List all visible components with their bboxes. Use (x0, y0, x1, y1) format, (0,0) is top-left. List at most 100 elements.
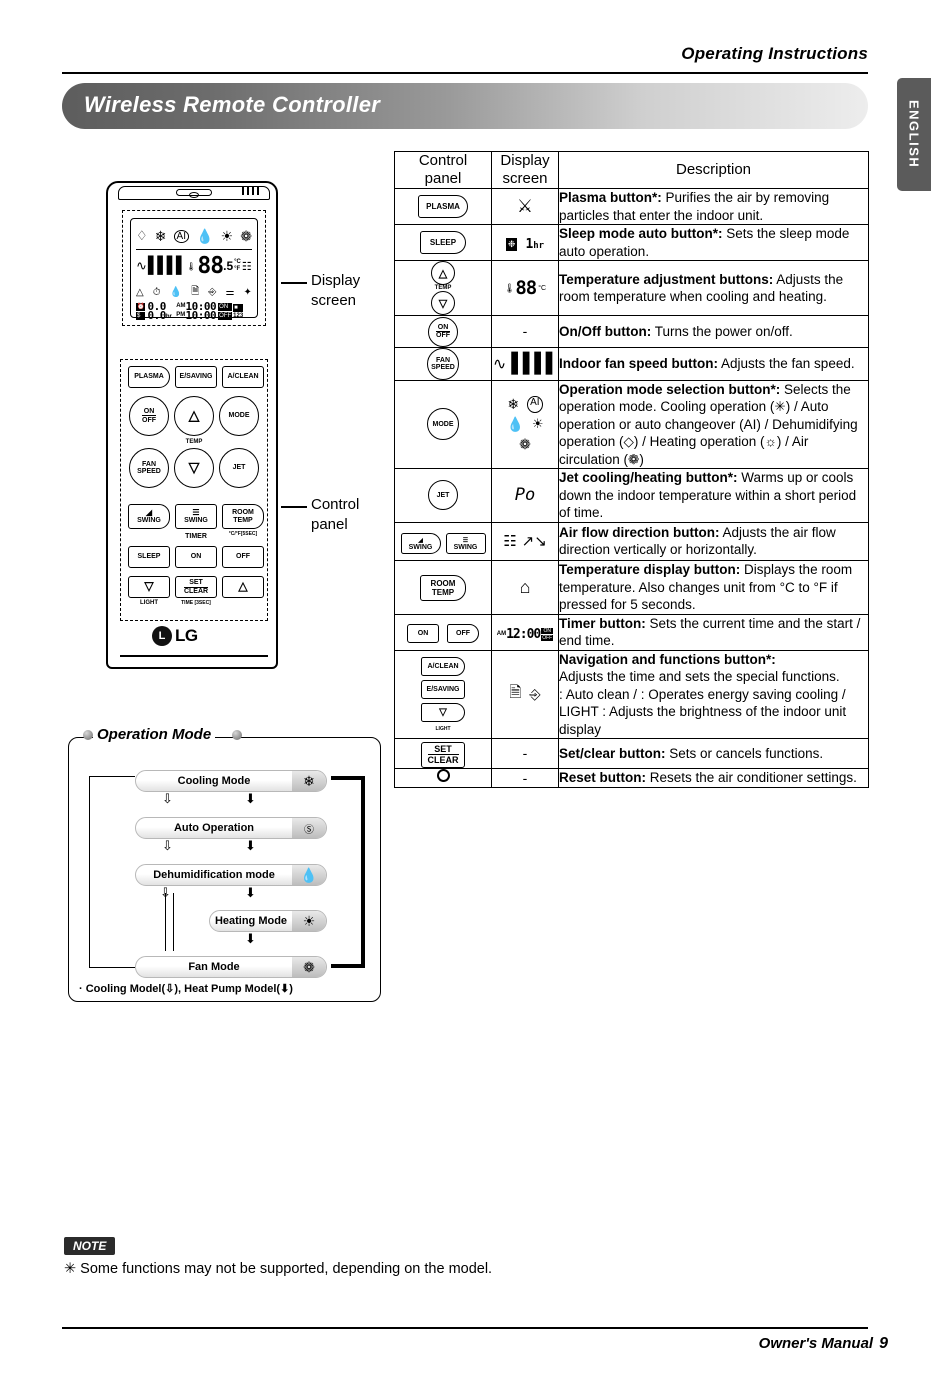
remote-button-up[interactable]: △ (222, 576, 264, 598)
button-swing-horizontal[interactable]: ☰SWING (445, 533, 486, 554)
ir-emitter-inner (189, 192, 199, 198)
table-row: ◢SWING ☰SWING ☷ ↗↘ Air flow direction bu… (394, 521, 869, 561)
button-swing-vertical[interactable]: ◢SWING (400, 533, 441, 554)
lcd-temperature-row: ∿ ▌▌▌▌ 🌡 88 .5 °C °F ☷ (136, 251, 252, 281)
fan-speed-bars-icon: ▌▌▌▌ (147, 257, 187, 274)
footer-rule (62, 1327, 868, 1329)
button-plasma[interactable]: PLASMA (418, 195, 468, 218)
water-drop-icon: 💧 (506, 415, 524, 432)
auto-clean-icon: 🗎 (509, 683, 522, 701)
remote-button-timer-on[interactable]: ON (175, 546, 217, 568)
remote-button-swing-horizontal[interactable]: ☰ SWING (175, 504, 217, 529)
button-temp-up[interactable]: △ (431, 261, 455, 285)
am-label: AM (176, 303, 186, 309)
remote-button-temp-down[interactable]: ▽ (174, 448, 214, 488)
light-sublabel: LIGHT (435, 725, 451, 732)
remote-button-plasma[interactable]: PLASMA (128, 366, 170, 388)
cell-control-swing: ◢SWING ☰SWING (394, 521, 492, 561)
ai-auto-icon: Ⓢ (292, 818, 326, 838)
cell-display-temp: 🌡 88 °C (491, 260, 559, 316)
remote-button-timer-off[interactable]: OFF (222, 546, 264, 568)
lcd-timer-row: ⏰ $ 0.0 0.0 hr. AM PM 10:00 10:00 ON (136, 301, 252, 322)
remote-button-aclean[interactable]: A/CLEAN (222, 366, 264, 388)
remote-bottom-edge (120, 655, 268, 663)
cell-display-jet: Po (491, 468, 559, 523)
remote-button-mode[interactable]: MODE (219, 396, 259, 436)
on-badge: ON (541, 627, 554, 634)
cell-desc-onoff: On/Off button: Turns the power on/off. (558, 315, 869, 348)
fan-swirl-icon: ∿ (492, 355, 507, 373)
remote-button-sleep[interactable]: SLEEP (128, 546, 170, 568)
swing-vert-icon: ◢ (145, 508, 153, 517)
reset-hole-icon[interactable] (436, 768, 450, 782)
section-title: Wireless Remote Controller (84, 92, 381, 117)
mode-badge: ■ (233, 303, 244, 312)
remote-button-jet[interactable]: JET (219, 448, 259, 488)
remote-button-esaving[interactable]: E/SAVING (175, 366, 217, 388)
header-rule (62, 72, 868, 74)
loop-left (89, 776, 135, 968)
button-timer-off[interactable]: OFF (447, 623, 479, 643)
cell-desc-temp: Temperature adjustment buttons: Adjusts … (558, 260, 869, 316)
button-esaving[interactable]: E/SAVING (421, 679, 465, 699)
lcd-unit-celsius: °C (234, 259, 241, 265)
off-badge: OFF (541, 634, 554, 641)
swing-vert-icon: ◢ (418, 537, 423, 544)
fan-icon: ❁ (292, 957, 326, 977)
remote-button-swing-vertical[interactable]: ◢ SWING (128, 504, 170, 529)
plasma-signal-icon: ♢ (136, 228, 148, 243)
cell-control-plasma: PLASMA (394, 188, 492, 225)
lcd-screen: ♢ ❄ AI 💧 ☀ ❁ ∿ ▌▌▌▌ 🌡 88 .5 °C °F ☷ (130, 218, 258, 322)
swing-vertical-icon: ☷ (241, 260, 252, 273)
cell-display-onoff: - (491, 315, 559, 348)
swing-vertical-icon: ☷ (503, 533, 517, 551)
timer-value-bottom: 0.0 (147, 309, 166, 322)
remote-button-light-down[interactable]: ▽ (128, 576, 170, 598)
button-aclean[interactable]: A/CLEAN (421, 656, 465, 676)
temp-label: TEMP (434, 285, 452, 291)
remote-button-temp-up[interactable]: △ (174, 396, 214, 436)
arrow-solid-1: ⬇ (245, 791, 256, 806)
unit-celsius: °C (538, 284, 547, 292)
timer-on-indicator: ⏰ (136, 302, 146, 311)
sleep-hr-icon: 1hr (525, 236, 545, 252)
swing-horiz-icon: ☰ (462, 537, 469, 544)
operation-mode-diagram: Operation Mode Cooling Mode ❄ Auto Opera… (68, 726, 381, 1002)
timer-clock-icon: ⏱ (152, 286, 161, 298)
snowflake-icon: ❄ (292, 771, 326, 791)
operation-mode-note: · Cooling Model(⇩), Heat Pump Model(⬇) (79, 983, 293, 995)
cell-control-navigation: A/CLEAN E/SAVING ▽ LIGHT (394, 649, 492, 739)
arrow-hollow-3: ⇩ (160, 885, 171, 900)
cell-display-navigation: 🗎 ⎆ (491, 649, 559, 739)
button-timer-on[interactable]: ON (407, 623, 439, 643)
table-row: △ TEMP ▽ 🌡 88 °C Temperature adjustment … (394, 260, 869, 316)
control-area-outline (120, 359, 268, 621)
table-row: ON OFF AM 12:00 ON OFF Timer button: Set… (394, 613, 869, 651)
button-sleep[interactable]: SLEEP (420, 231, 466, 254)
button-jet[interactable]: JET (428, 480, 458, 511)
button-light-down[interactable]: ▽ (421, 702, 465, 722)
op-row-heating: Heating Mode ☀ (209, 910, 327, 932)
button-temp-down[interactable]: ▽ (431, 291, 455, 315)
note-text: ✳ Some functions may not be supported, d… (64, 1261, 493, 1277)
cell-display-fanspeed: ∿ ▌▌▌▌ (491, 346, 559, 381)
op-row-fan: Fan Mode ❁ (135, 956, 327, 978)
lcd-unit-fahrenheit: °F (234, 266, 241, 272)
button-mode[interactable]: MODE (427, 408, 459, 441)
plasma-small-icon: △ (136, 286, 144, 298)
cell-control-mode: MODE (394, 379, 492, 469)
snowflake-icon: ❄ (154, 227, 167, 244)
